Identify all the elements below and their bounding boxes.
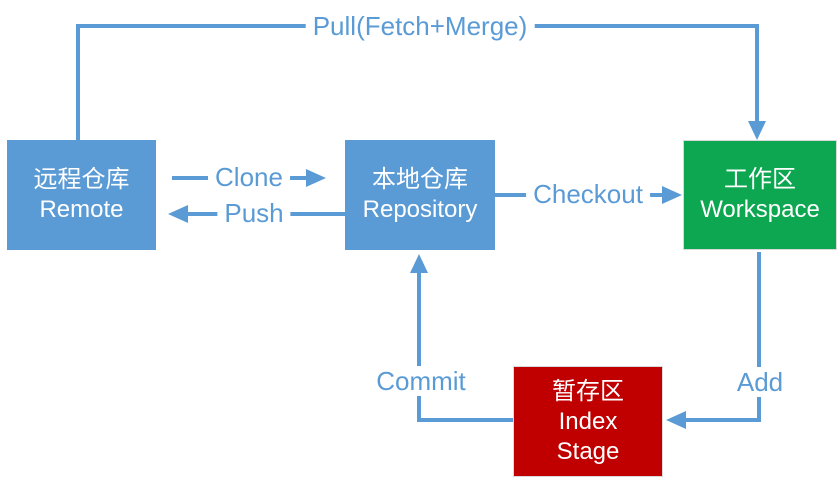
checkout-arrowhead-right-icon (662, 186, 682, 204)
index-box-label-en: Index (558, 407, 618, 435)
add-arrowhead-left-icon (666, 411, 686, 429)
pull-arrowhead-down-icon (748, 121, 766, 140)
repository-box-label-en: Repository (362, 196, 478, 223)
commit-arrow-line (417, 272, 513, 422)
workspace-box: 工作区 Workspace (683, 140, 837, 250)
add-arrow-line (686, 252, 761, 422)
remote-box-label-cn: 远程仓库 (33, 166, 130, 193)
pull-arrow-line (76, 24, 759, 140)
commit-arrowhead-up-icon (410, 254, 428, 273)
workspace-box-label-en: Workspace (700, 196, 820, 223)
clone-arrow-label: Clone (208, 162, 290, 192)
repository-box: 本地仓库 Repository (345, 140, 495, 250)
push-arrowhead-left-icon (168, 205, 188, 223)
clone-arrowhead-right-icon (306, 169, 326, 187)
checkout-arrow-label: Checkout (526, 179, 650, 209)
push-arrow-label: Push (217, 198, 291, 228)
index-box-label-cn: 暂存区 (552, 377, 624, 405)
commit-arrow-label: Commit (369, 366, 473, 396)
remote-box: 远程仓库 Remote (7, 140, 156, 250)
index-stage-box: 暂存区 Index Stage (513, 366, 663, 477)
add-arrow-label: Add (729, 367, 791, 397)
repository-box-label-cn: 本地仓库 (372, 166, 468, 193)
index-box-label-en2: Stage (556, 437, 620, 465)
pull-arrow-label: Pull(Fetch+Merge) (305, 11, 535, 41)
remote-box-label-en: Remote (39, 196, 124, 223)
workspace-box-label-cn: 工作区 (724, 166, 796, 193)
